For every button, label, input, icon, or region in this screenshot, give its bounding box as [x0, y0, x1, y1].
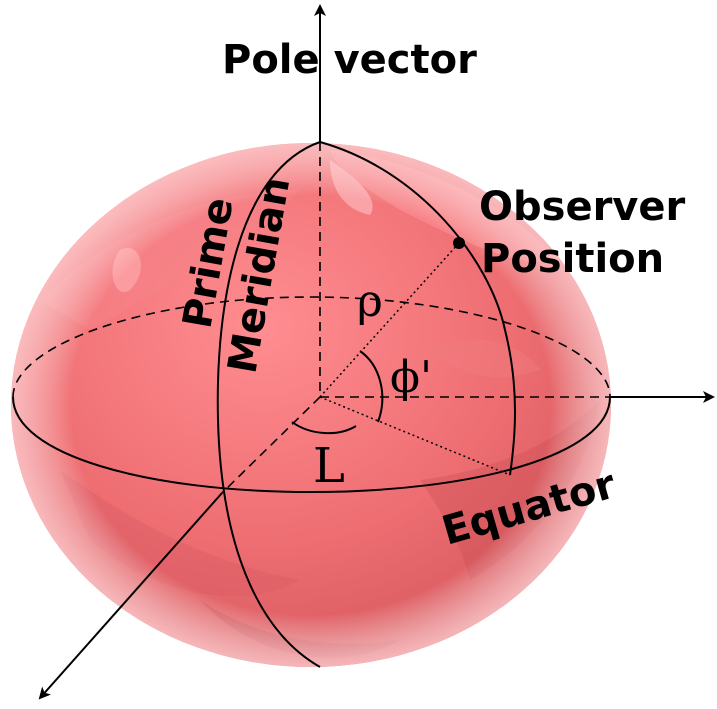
phi-symbol: ϕ': [390, 352, 432, 403]
observer-position-label-line1: Observer: [479, 184, 686, 230]
equator-back-line: [12, 296, 611, 398]
observer-projection-line: [319, 396, 511, 476]
observer-position-label-line2: Position: [481, 236, 664, 282]
planet-ellipsoid: [11, 143, 611, 667]
equator-front-line: [12, 396, 611, 494]
observer-meridian-line: [319, 141, 516, 476]
rho-symbol: ρ: [357, 276, 383, 327]
y-axis-hidden: [221, 396, 321, 494]
pole-vector-label: Pole vector: [222, 37, 477, 83]
longitude-angle-arc: [291, 421, 357, 435]
latitude-angle-arc: [359, 350, 384, 423]
prime-meridian-line: [216, 141, 321, 668]
observer-position-point: [453, 237, 465, 249]
y-axis-arrow: [38, 492, 223, 700]
longitude-symbol: L: [313, 438, 345, 494]
